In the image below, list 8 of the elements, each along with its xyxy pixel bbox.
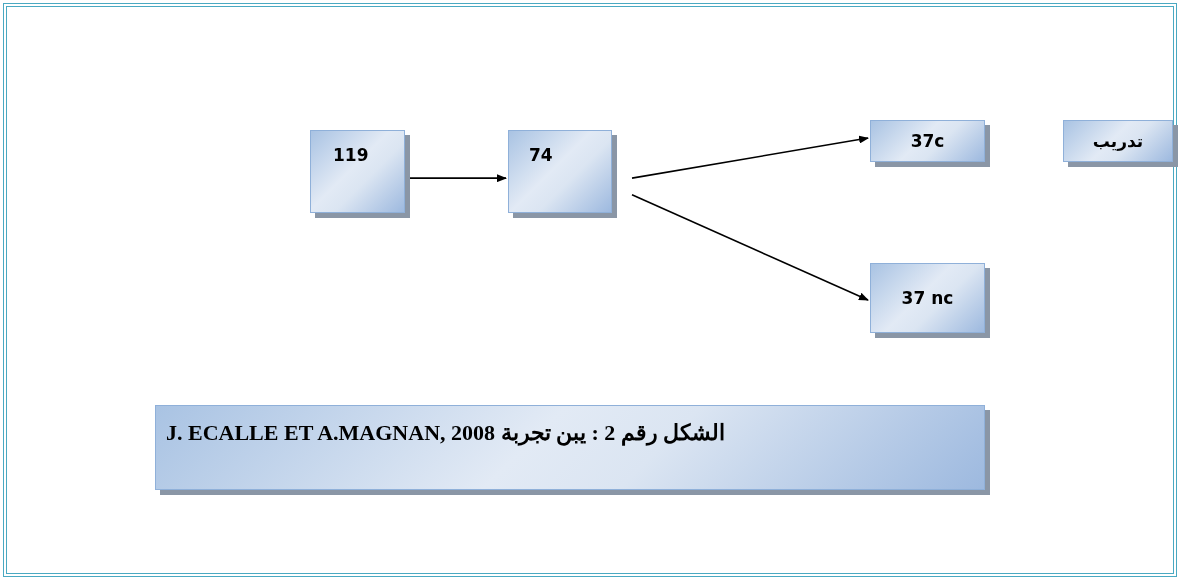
arrow — [631, 135, 869, 179]
box-label: 119 — [333, 145, 369, 165]
box-label: 37 nc — [901, 288, 954, 308]
box-label: تدريب — [1092, 131, 1144, 151]
arrow — [631, 193, 869, 301]
box-label: 37c — [910, 131, 945, 151]
box-label: 74 — [529, 145, 553, 165]
caption-text: الشكل رقم 2 : يبن تجربة J. ECALLE ET A.MAGNAN, 2008 — [166, 420, 726, 446]
